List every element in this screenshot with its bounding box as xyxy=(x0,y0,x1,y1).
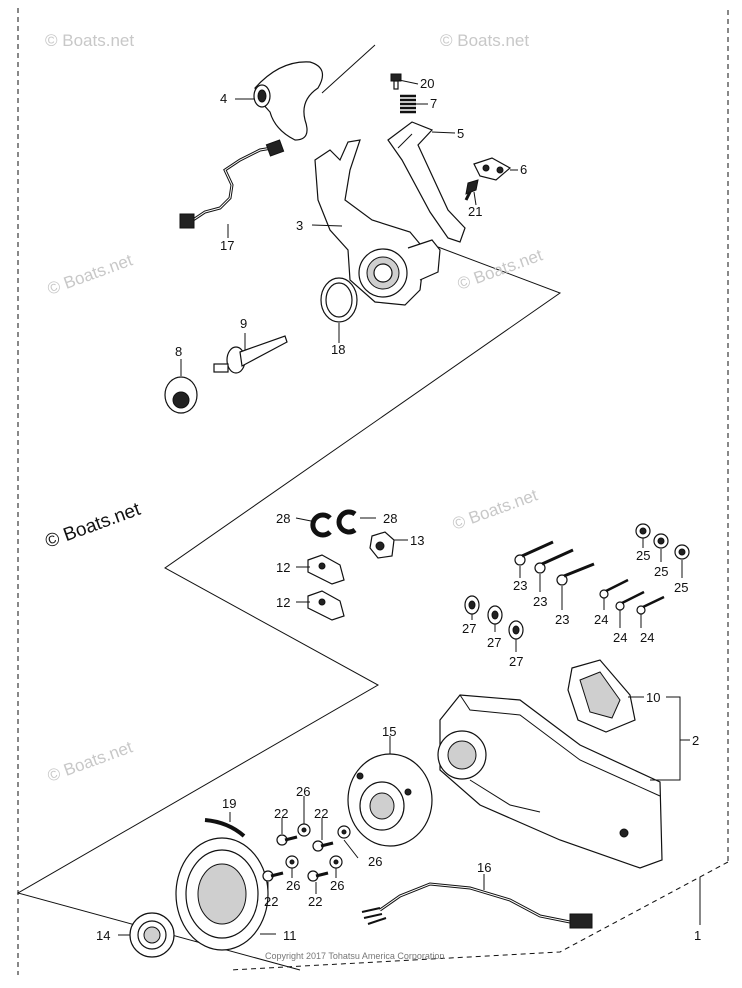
callout-26: 26 xyxy=(368,854,382,869)
callout-22: 22 xyxy=(274,806,288,821)
watermarks: © Boats.net © Boats.net © Boats.net © Bo… xyxy=(43,31,546,786)
part-7-spring xyxy=(400,94,416,114)
callout-18: 18 xyxy=(331,342,345,357)
callout-24: 24 xyxy=(640,630,654,645)
exploded-boundary-line xyxy=(16,44,562,971)
part-15-bearing-plate xyxy=(347,753,433,847)
callout-9: 9 xyxy=(240,316,247,331)
leader-lines xyxy=(118,79,701,936)
part-26-washers xyxy=(285,823,351,869)
part-9-pin xyxy=(213,335,288,374)
callout-10: 10 xyxy=(646,690,660,705)
callout-11: 11 xyxy=(283,928,297,943)
callout-25: 25 xyxy=(636,548,650,563)
part-11-drum xyxy=(175,837,269,951)
part-8-cap xyxy=(164,376,198,414)
part-20-screw xyxy=(390,73,402,90)
watermark-text: © Boats.net xyxy=(455,245,545,293)
callout-22: 22 xyxy=(314,806,328,821)
part-21-screw xyxy=(464,179,479,201)
watermark-text: © Boats.net xyxy=(440,31,529,50)
callout-2: 2 xyxy=(692,733,699,748)
callout-13: 13 xyxy=(410,533,424,548)
watermark-text: © Boats.net xyxy=(450,485,540,533)
callout-5: 5 xyxy=(457,126,464,141)
watermark-text: © Boats.net xyxy=(45,250,135,298)
part-2-housing xyxy=(437,694,663,869)
assembly-frame xyxy=(17,8,729,975)
part-27-washers xyxy=(464,595,524,640)
callout-23: 23 xyxy=(513,578,527,593)
callout-4: 4 xyxy=(220,91,227,106)
callout-27: 27 xyxy=(487,635,501,650)
part-19-strip xyxy=(204,818,246,838)
copyright-text: Copyright 2017 Tohatsu America Corporati… xyxy=(265,951,444,961)
part-4-handle-grip xyxy=(253,61,324,141)
part-10-gasket xyxy=(567,659,636,733)
watermark-text: © Boats.net xyxy=(45,31,134,50)
part-25-nuts xyxy=(635,523,690,560)
callout-22: 22 xyxy=(264,894,278,909)
callout-22: 22 xyxy=(308,894,322,909)
callout-7: 7 xyxy=(430,96,437,111)
callout-20: 20 xyxy=(420,76,434,91)
part-13-clamp xyxy=(369,531,395,559)
part-14-bushing xyxy=(129,912,175,958)
callout-25: 25 xyxy=(654,564,668,579)
callout-28: 28 xyxy=(276,511,290,526)
part-23-screws xyxy=(514,540,595,586)
part-3-control-arm xyxy=(314,139,441,306)
callout-19: 19 xyxy=(222,796,236,811)
callout-14: 14 xyxy=(96,928,110,943)
part-6-plate xyxy=(473,157,512,181)
part-22-screws xyxy=(262,834,334,882)
callout-15: 15 xyxy=(382,724,396,739)
watermark-text: © Boats.net xyxy=(43,499,144,553)
callout-26: 26 xyxy=(330,878,344,893)
part-17-harness xyxy=(179,139,285,229)
part-5-lever xyxy=(387,121,466,243)
callout-12: 12 xyxy=(276,560,290,575)
callout-8: 8 xyxy=(175,344,182,359)
part-12-block-b xyxy=(307,590,345,621)
callout-3: 3 xyxy=(296,218,303,233)
callout-24: 24 xyxy=(613,630,627,645)
callout-23: 23 xyxy=(533,594,547,609)
callout-27: 27 xyxy=(509,654,523,669)
callout-26: 26 xyxy=(286,878,300,893)
callout-17: 17 xyxy=(220,238,234,253)
callout-16: 16 xyxy=(477,860,491,875)
part-12-block-a xyxy=(307,554,345,585)
callout-24: 24 xyxy=(594,612,608,627)
callout-6: 6 xyxy=(520,162,527,177)
watermark-text: © Boats.net xyxy=(45,737,135,785)
callout-25: 25 xyxy=(674,580,688,595)
part-24-screws xyxy=(599,578,665,615)
callout-27: 27 xyxy=(462,621,476,636)
part-16-harness xyxy=(361,882,593,929)
callout-21: 21 xyxy=(468,204,482,219)
callout-26: 26 xyxy=(296,784,310,799)
callout-1: 1 xyxy=(694,928,701,943)
part-28-clip-a xyxy=(310,512,332,538)
callout-28: 28 xyxy=(383,511,397,526)
callout-12: 12 xyxy=(276,595,290,610)
part-28-clip-b xyxy=(336,509,357,535)
part-18-o-ring xyxy=(320,277,358,323)
callout-23: 23 xyxy=(555,612,569,627)
